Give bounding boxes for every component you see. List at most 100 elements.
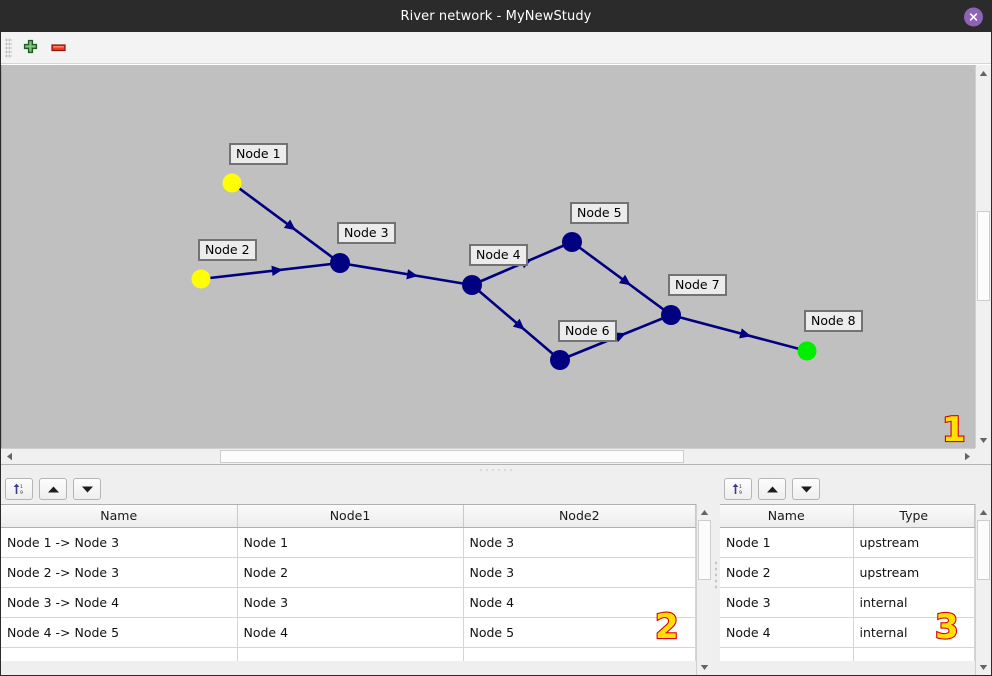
graph-node-label-node-4[interactable]: Node 4: [469, 244, 528, 266]
table-cell-node1[interactable]: Node 1: [237, 527, 464, 558]
nodes-col-name[interactable]: Name: [720, 505, 854, 528]
graph-node-node-7[interactable]: [661, 305, 681, 325]
links-move-down-button[interactable]: [73, 478, 101, 500]
table-cell-name[interactable]: Node 2: [720, 557, 854, 588]
network-graph-canvas[interactable]: Node 1 Node 2 Node 3 Node 4 Node 5 Node 6 Node…: [1, 65, 975, 448]
links-col-node2[interactable]: Node2: [463, 505, 696, 528]
links-vscroll-track[interactable]: [697, 520, 712, 659]
graph-edge[interactable]: [200, 261, 341, 281]
nodes-scroll-down-icon[interactable]: [976, 659, 991, 675]
table-cell-name[interactable]: Node 1 -> Node 3: [1, 527, 238, 558]
table-filler-row: [1, 647, 696, 661]
scroll-right-icon[interactable]: [959, 449, 975, 464]
graph-node-label-node-5[interactable]: Node 5: [570, 202, 629, 224]
graph-viewport-row: Node 1 Node 2 Node 3 Node 4 Node 5 Node 6 Node…: [1, 65, 991, 448]
graph-node-node-1[interactable]: [222, 173, 242, 193]
links-toolbar: 1 9: [1, 474, 712, 504]
links-col-name[interactable]: Name: [1, 505, 238, 528]
toolbar-grip[interactable]: [5, 37, 12, 58]
graph-hscroll-row: [1, 448, 991, 464]
links-vscroll-thumb[interactable]: [698, 520, 711, 580]
horizontal-splitter[interactable]: [1, 464, 991, 474]
nodes-table-header-row: Name Type: [720, 505, 975, 528]
table-cell-name[interactable]: Node 3 -> Node 4: [1, 587, 238, 618]
graph-hscroll-track[interactable]: [17, 449, 959, 464]
graph-node-label-node-7[interactable]: Node 7: [668, 274, 727, 296]
graph-vertical-scrollbar[interactable]: [975, 65, 991, 448]
graph-node-label-node-2[interactable]: Node 2: [198, 239, 257, 261]
links-vertical-scrollbar[interactable]: [696, 504, 712, 675]
graph-node-node-5[interactable]: [562, 232, 582, 252]
graph-vscroll-track[interactable]: [976, 81, 991, 432]
scroll-up-icon[interactable]: [976, 65, 991, 81]
nodes-col-type[interactable]: Type: [853, 505, 975, 528]
table-cell-name[interactable]: Node 2 -> Node 3: [1, 557, 238, 588]
scroll-down-icon[interactable]: [976, 432, 991, 448]
nodes-sort-button[interactable]: 1 9: [724, 478, 752, 500]
table-cell-type[interactable]: internal: [853, 617, 975, 648]
links-move-up-button[interactable]: [39, 478, 67, 500]
links-scroll-down-icon[interactable]: [697, 659, 712, 675]
nodes-scroll-up-icon[interactable]: [976, 504, 991, 520]
graph-node-node-4[interactable]: [462, 275, 482, 295]
table-cell-name[interactable]: Node 3: [720, 587, 854, 618]
graph-edge[interactable]: [670, 313, 808, 353]
graph-edge[interactable]: [231, 181, 341, 265]
table-cell-node2[interactable]: Node 3: [463, 557, 696, 588]
links-sort-button[interactable]: 1 9: [5, 478, 33, 500]
nodes-vscroll-track[interactable]: [976, 520, 991, 659]
graph-vscroll-thumb[interactable]: [977, 211, 990, 301]
table-cell-type[interactable]: upstream: [853, 557, 975, 588]
table-cell-node2[interactable]: Node 3: [463, 527, 696, 558]
links-scroll-up-icon[interactable]: [697, 504, 712, 520]
graph-node-node-8[interactable]: [797, 341, 817, 361]
table-cell-name[interactable]: Node 4: [720, 617, 854, 648]
table-cell-node1[interactable]: Node 4: [237, 617, 464, 648]
table-cell-type[interactable]: internal: [853, 587, 975, 618]
graph-node-label-node-8[interactable]: Node 8: [804, 310, 863, 332]
graph-node-node-2[interactable]: [191, 269, 211, 289]
minus-red-icon[interactable]: [44, 35, 72, 61]
graph-hscroll-thumb[interactable]: [220, 450, 684, 463]
graph-edge[interactable]: [471, 284, 561, 361]
vertical-splitter[interactable]: [712, 474, 720, 675]
graph-horizontal-scrollbar[interactable]: [1, 448, 975, 464]
nodes-vertical-scrollbar[interactable]: [975, 504, 991, 675]
window-title: River network - MyNewStudy: [400, 9, 592, 24]
graph-node-label-node-6[interactable]: Node 6: [558, 320, 617, 342]
table-cell-name[interactable]: Node 1: [720, 527, 854, 558]
table-cell-node2[interactable]: Node 5: [463, 617, 696, 648]
scroll-left-icon[interactable]: [1, 449, 17, 464]
graph-node-node-6[interactable]: [550, 350, 570, 370]
table-cell-node1[interactable]: Node 3: [237, 587, 464, 618]
table-cell-type[interactable]: upstream: [853, 527, 975, 558]
plus-green-icon[interactable]: [16, 35, 44, 61]
graph-node-node-3[interactable]: [330, 253, 350, 273]
graph-edge[interactable]: [571, 240, 672, 317]
links-col-node1[interactable]: Node1: [237, 505, 464, 528]
table-cell-node2[interactable]: Node 4: [463, 587, 696, 618]
graph-node-label-node-3[interactable]: Node 3: [337, 222, 396, 244]
table-cell-name[interactable]: Node 4 -> Node 5: [1, 617, 238, 648]
table-cell-node1[interactable]: Node 2: [237, 557, 464, 588]
table-filler-cell: [720, 647, 854, 661]
tables-area: 1 9 Name: [1, 474, 991, 675]
close-icon[interactable]: [964, 7, 983, 26]
graph-edge[interactable]: [339, 261, 473, 287]
nodes-vscroll-thumb[interactable]: [977, 520, 990, 580]
nodes-move-down-button[interactable]: [792, 478, 820, 500]
graph-node-label-node-1[interactable]: Node 1: [229, 143, 288, 165]
nodes-move-up-button[interactable]: [758, 478, 786, 500]
